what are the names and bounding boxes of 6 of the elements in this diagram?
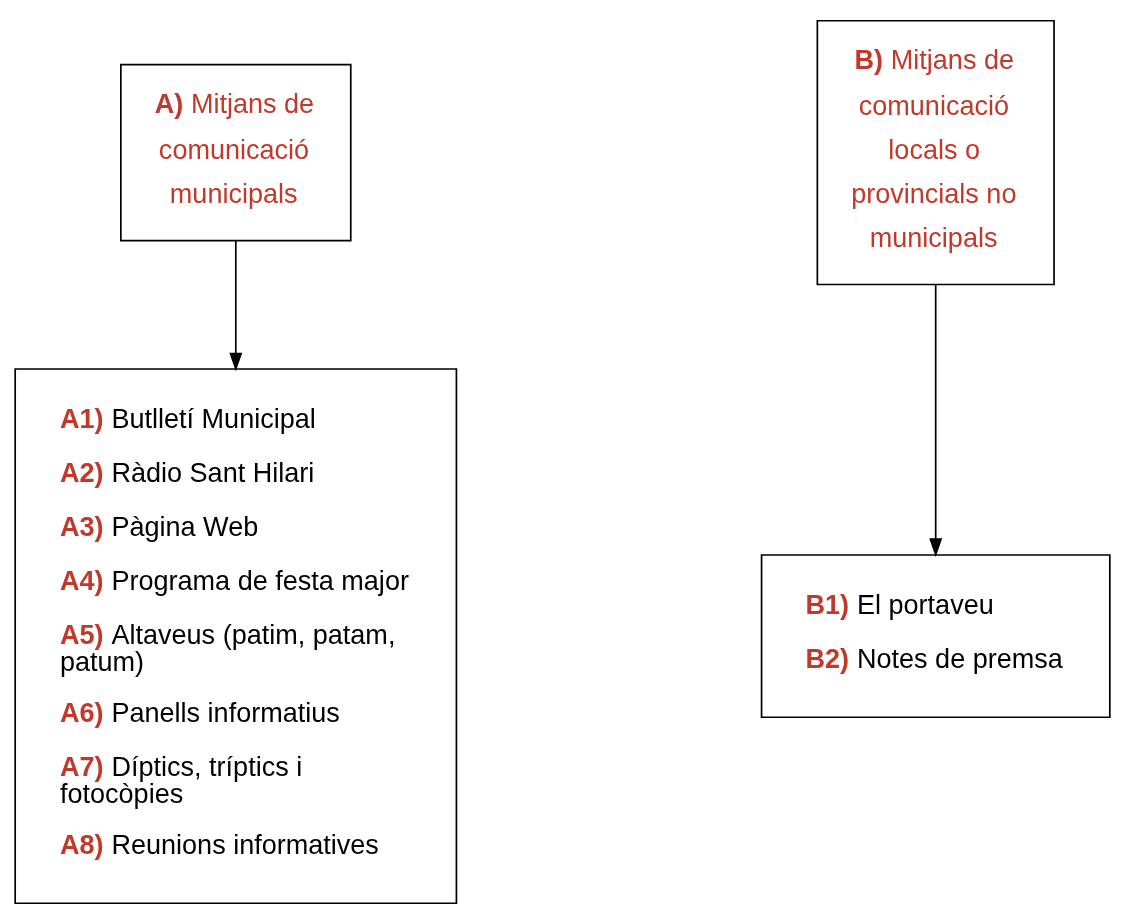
node-box: B1) El portaveu B2) Notes de premsa — [760, 554, 1111, 719]
node-box: A1) Butlletí Municipal A2) Ràdio Sant Hilari A3) Pàgina Web A4) Programa de festa major A5) Altaveus (patim, patam, patum) A6) Panells informatius A7) Díptics, tríptics i fotocòpies A8) Reunions informatives — [14, 368, 458, 905]
arrow — [229, 239, 243, 372]
node-box: B) Mitjans de comunicació locals o provincials no municipals — [816, 19, 1055, 286]
arrow — [929, 284, 943, 557]
node-box: A) Mitjans de comunicació municipals — [120, 63, 352, 242]
